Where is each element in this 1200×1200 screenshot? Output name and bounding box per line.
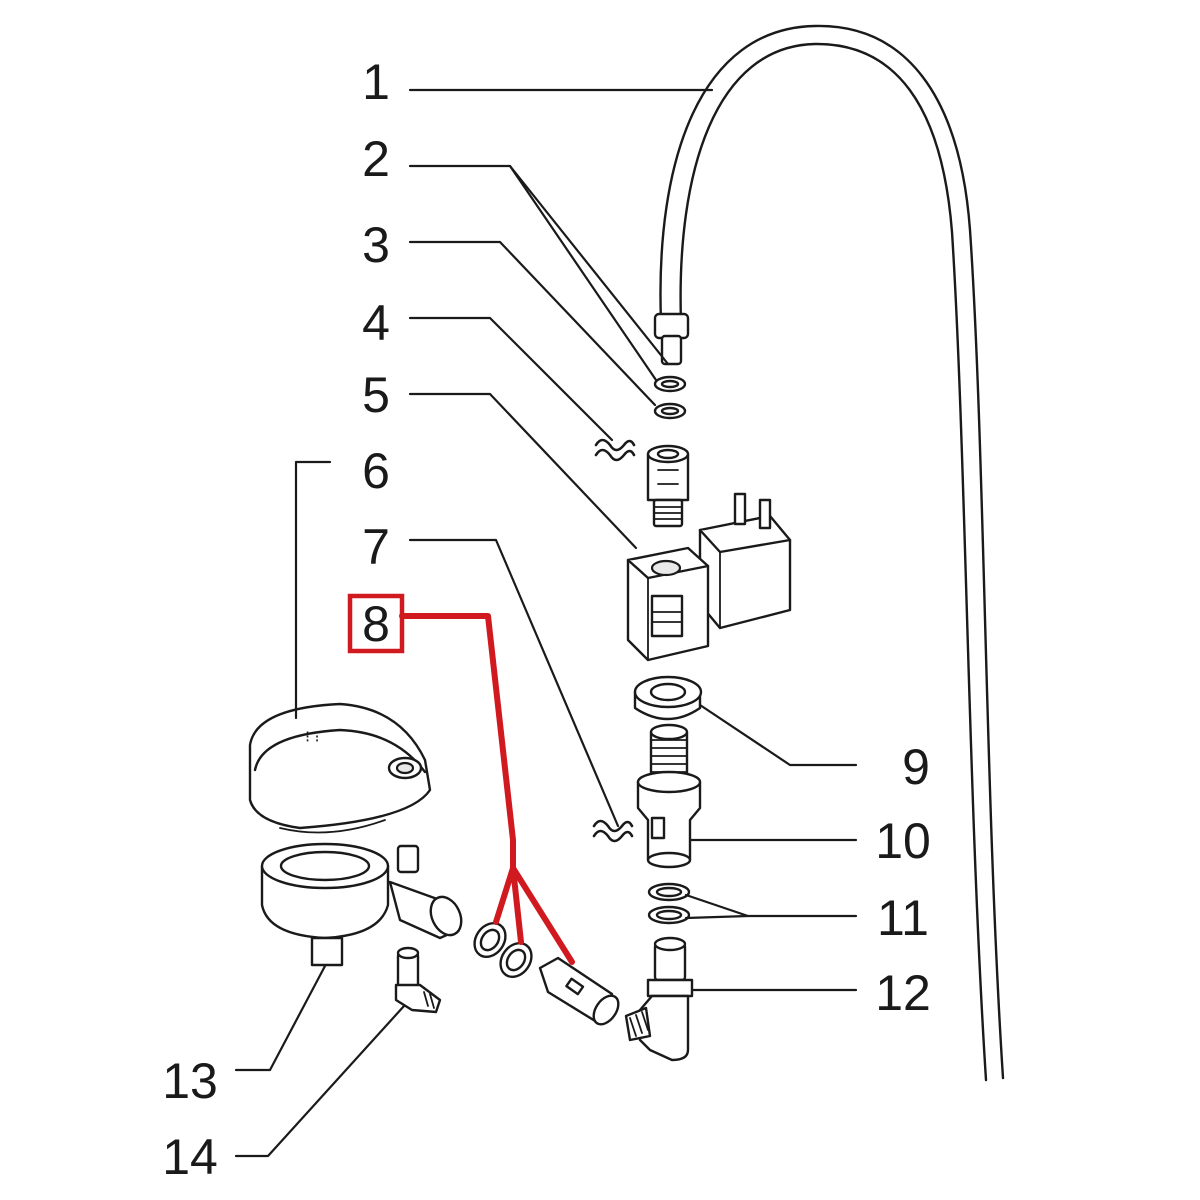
leader-5 xyxy=(408,392,638,550)
leader-7 xyxy=(408,538,620,828)
leader-6 xyxy=(294,460,332,720)
part-10-valve-body xyxy=(636,723,702,869)
leader-2b xyxy=(508,164,658,382)
leader-11b xyxy=(684,914,750,920)
callout-1: 1 xyxy=(362,54,390,110)
highlight-branch-oring-2 xyxy=(510,865,524,945)
leader-9 xyxy=(698,703,858,767)
callout-5: 5 xyxy=(362,367,390,423)
part-9-nut xyxy=(633,675,703,721)
part-5-solenoid-valve xyxy=(626,492,792,662)
part-4-clip xyxy=(594,438,636,462)
highlight-branch-oring-1 xyxy=(493,865,516,925)
leader-11a xyxy=(684,893,858,918)
inlet-fitting xyxy=(646,444,690,528)
svg-text:⁝ ⁝: ⁝ ⁝ xyxy=(305,729,320,746)
part-12-elbow-fitting xyxy=(624,936,694,1062)
callout-14: 14 xyxy=(162,1129,218,1185)
highlight-box-8 xyxy=(347,593,405,654)
highlight-branch-nozzle xyxy=(510,865,575,965)
callout-7: 7 xyxy=(362,519,390,575)
callout-2: 2 xyxy=(362,131,390,187)
callout-12: 12 xyxy=(875,965,931,1021)
part-1-tube xyxy=(653,24,1005,1082)
part-8-o-rings-and-nozzle xyxy=(473,922,620,1026)
callout-6: 6 xyxy=(362,443,390,499)
callout-11: 11 xyxy=(877,890,929,946)
part-14-small-elbow xyxy=(394,946,442,1014)
callout-labels: 1 2 3 4 5 6 7 8 9 10 11 12 13 14 xyxy=(162,54,931,1185)
callout-10: 10 xyxy=(875,813,931,869)
callout-13: 13 xyxy=(162,1053,218,1109)
part-6-cap-housing: ⁝ ⁝ xyxy=(248,702,463,967)
callout-8: 8 xyxy=(362,596,390,652)
leader-13 xyxy=(234,964,327,1072)
highlight-leader-8 xyxy=(399,613,516,871)
leader-lines xyxy=(234,88,858,1158)
callout-4: 4 xyxy=(362,295,390,351)
callout-9: 9 xyxy=(902,739,930,795)
part-7-clip xyxy=(592,819,634,843)
leader-4 xyxy=(408,316,614,442)
leader-3 xyxy=(408,240,657,407)
leader-14 xyxy=(234,1004,406,1158)
highlight-callout-8 xyxy=(347,593,575,965)
callout-3: 3 xyxy=(362,217,390,273)
part-11-o-rings xyxy=(647,882,691,925)
part-2-3-o-rings xyxy=(653,375,687,420)
leader-2a xyxy=(408,164,670,366)
